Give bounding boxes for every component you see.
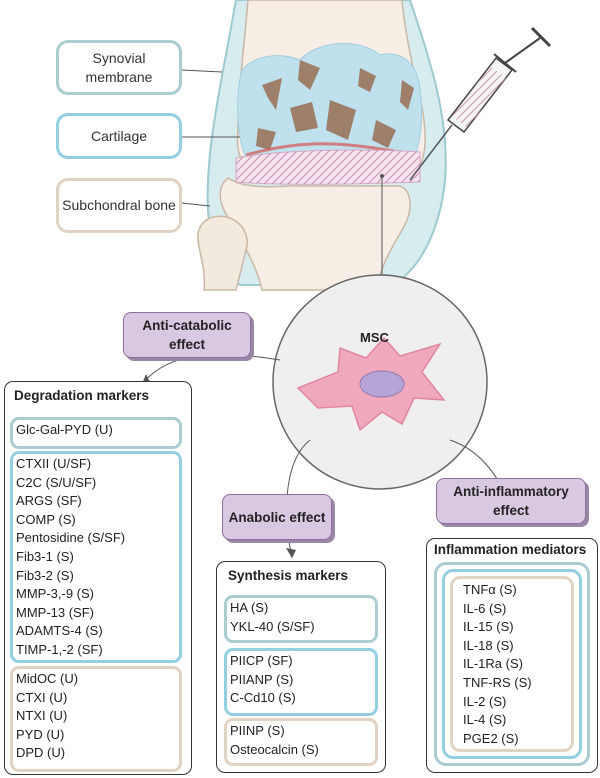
synovial-membrane-text: Synovial membrane xyxy=(85,49,153,85)
list-item: IL-1Ra (S) xyxy=(463,656,523,672)
list-item: MidOC (U) xyxy=(16,671,79,686)
synthesis-group-2-box xyxy=(224,648,378,716)
anti-inflammatory-text: Anti-inflammatory effect xyxy=(453,484,569,518)
list-item: C2C (S/U/SF) xyxy=(16,474,97,490)
anti-catabolic-effect: Anti-catabolic effect xyxy=(123,312,251,358)
list-item: COMP (S) xyxy=(16,511,76,527)
synthesis-group-2-list: PIICP (SF) PIIANP (S) C-Cd10 (S) xyxy=(230,652,296,708)
list-item: ADAMTS-4 (S) xyxy=(16,623,103,639)
anti-catabolic-text: Anti-catabolic effect xyxy=(142,318,232,352)
list-item: CTXI (U) xyxy=(16,689,68,705)
degradation-group-1-box xyxy=(10,451,182,663)
list-item: MMP-3,-9 (S) xyxy=(16,586,94,602)
list-item: TNF-RS (S) xyxy=(463,674,532,690)
list-item: DPD (U) xyxy=(16,745,66,761)
list-item: MMP-13 (SF) xyxy=(16,604,94,620)
degradation-group-1-list: CTXII (U/SF) C2C (S/U/SF) ARGS (SF) COMP… xyxy=(16,455,125,660)
cell-nucleus xyxy=(359,370,405,398)
synthesis-group-3-box xyxy=(224,718,378,766)
inflammation-list: TNFα (S) IL-6 (S) IL-15 (S) IL-18 (S) IL… xyxy=(463,581,532,748)
list-item: PYD (U) xyxy=(16,726,65,742)
syringe-icon xyxy=(409,26,552,181)
synthesis-group-1-box xyxy=(224,595,378,643)
subchondral-bone-text: Subchondral bone xyxy=(62,197,176,213)
list-item: Pentosidine (S/SF) xyxy=(16,530,126,546)
list-item: TNFα (S) xyxy=(463,582,517,597)
list-item: IL-2 (S) xyxy=(463,693,507,709)
synthesis-group-3-list: PIINP (S) Osteocalcin (S) xyxy=(230,722,319,759)
list-item: Osteocalcin (S) xyxy=(230,741,319,757)
synthesis-group-1-list: HA (S) YKL-40 (S/SF) xyxy=(230,599,315,636)
subchondral-bone-label: Subchondral bone xyxy=(56,178,182,233)
degradation-group-2-box xyxy=(10,666,182,772)
degradation-single-box xyxy=(10,417,182,449)
inflammation-mediators-title: Inflammation mediators xyxy=(434,542,587,557)
list-item: IL-15 (S) xyxy=(463,619,514,635)
tibia-bone xyxy=(219,177,411,291)
degradation-single-item: Glc-Gal-PYD (U) xyxy=(16,422,113,437)
synthesis-markers-title: Synthesis markers xyxy=(228,568,349,583)
fibula-bone xyxy=(197,215,248,291)
list-item: HA (S) xyxy=(230,600,269,615)
list-item: NTXI (U) xyxy=(16,708,68,724)
list-item: IL-18 (S) xyxy=(463,637,514,653)
cartilage-text: Cartilage xyxy=(90,127,148,144)
anabolic-effect: Anabolic effect xyxy=(222,494,332,540)
list-item: ARGS (SF) xyxy=(16,493,82,509)
list-item: PGE2 (S) xyxy=(463,730,519,746)
list-item: PIIANP (S) xyxy=(230,671,294,687)
degradation-markers-title: Degradation markers xyxy=(14,388,150,403)
list-item: PIINP (S) xyxy=(230,723,285,738)
degradation-group-2-list: MidOC (U) CTXI (U) NTXI (U) PYD (U) DPD … xyxy=(16,670,78,763)
msc-circle xyxy=(272,274,488,490)
stem-cell-band xyxy=(235,149,421,185)
list-item: PIICP (SF) xyxy=(230,653,293,668)
msc-label: MSC xyxy=(360,330,389,345)
list-item: YKL-40 (S/SF) xyxy=(230,618,315,634)
list-item: C-Cd10 (S) xyxy=(230,690,296,706)
list-item: TIMP-1,-2 (SF) xyxy=(16,641,103,657)
cartilage-region xyxy=(237,43,423,159)
inflammation-inner-ring xyxy=(450,576,574,752)
synovial-membrane-label: Synovial membrane xyxy=(56,40,182,95)
list-item: CTXII (U/SF) xyxy=(16,456,92,471)
anti-inflammatory-effect: Anti-inflammatory effect xyxy=(436,478,586,524)
list-item: IL-6 (S) xyxy=(463,600,507,616)
cartilage-label: Cartilage xyxy=(56,113,182,159)
list-item: IL-4 (S) xyxy=(463,712,507,728)
list-item: Fib3-2 (S) xyxy=(16,567,74,583)
list-item: Fib3-1 (S) xyxy=(16,548,74,564)
anabolic-text: Anabolic effect xyxy=(228,509,326,525)
